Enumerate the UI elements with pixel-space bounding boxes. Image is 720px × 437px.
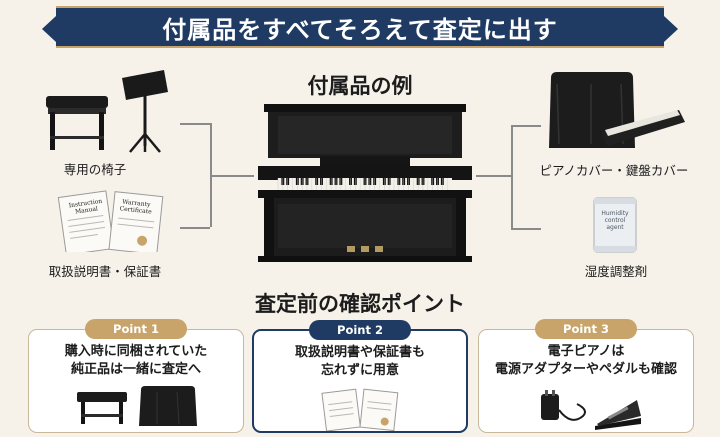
accessory-label-documents: 取扱説明書・保証書	[48, 264, 162, 279]
connector-line	[210, 175, 254, 177]
point-text: 購入時に同梱されていた 純正品は一緒に査定へ	[29, 343, 243, 379]
piano-cover-illustration	[547, 70, 687, 152]
point-line: 電源アダプターやペダルも確認	[494, 362, 677, 377]
banner-title: 付属品をすべてそろえて査定に出す	[162, 15, 558, 44]
point-card-3: Point 3 電子ピアノは 電源アダプターやペダルも確認	[478, 319, 694, 433]
point-line: 取扱説明書や保証書も	[294, 345, 425, 360]
point-line: 購入時に同梱されていた	[64, 344, 208, 359]
humidity-packet-illustration: Humidity control agent	[592, 196, 638, 254]
accessories-title: 付属品の例	[307, 74, 413, 98]
point-badge: Point 2	[309, 320, 411, 340]
upright-piano-illustration	[254, 104, 476, 264]
connector-line	[511, 228, 541, 230]
connector-line	[511, 125, 513, 229]
connector-line	[511, 125, 541, 127]
point-text: 電子ピアノは 電源アダプターやペダルも確認	[479, 343, 693, 379]
adapter-and-pedal-icon	[537, 386, 647, 430]
point-line: 電子ピアノは	[547, 344, 625, 359]
points-title: 査定前の確認ポイント	[255, 292, 465, 316]
accessory-label-bench: 専用の椅子	[63, 162, 127, 177]
bench-and-cover-icon	[73, 384, 203, 428]
documents-illustration: Instruction Manual Warranty Certificate	[56, 190, 166, 252]
point-line: 純正品は一緒に査定へ	[70, 362, 201, 377]
documents-icon	[320, 387, 404, 431]
connector-line	[180, 123, 210, 125]
connector-line	[180, 227, 210, 229]
point-text: 取扱説明書や保証書も 忘れずに用意	[254, 344, 466, 380]
point-card-2: Point 2 取扱説明書や保証書も 忘れずに用意	[252, 320, 468, 433]
point-badge: Point 3	[535, 319, 637, 339]
accessory-label-covers: ピアノカバー・鍵盤カバー	[539, 163, 689, 178]
packet-text: Humidity control agent	[601, 210, 629, 231]
accessory-label-humidity: 湿度調整剤	[584, 264, 648, 279]
title-banner: 付属品をすべてそろえて査定に出す	[42, 6, 678, 48]
point-badge: Point 1	[85, 319, 187, 339]
connector-line	[476, 175, 512, 177]
point-card-1: Point 1 購入時に同梱されていた 純正品は一緒に査定へ	[28, 319, 244, 433]
point-line: 忘れずに用意	[320, 363, 399, 378]
bench-and-stand-illustration	[38, 66, 178, 154]
